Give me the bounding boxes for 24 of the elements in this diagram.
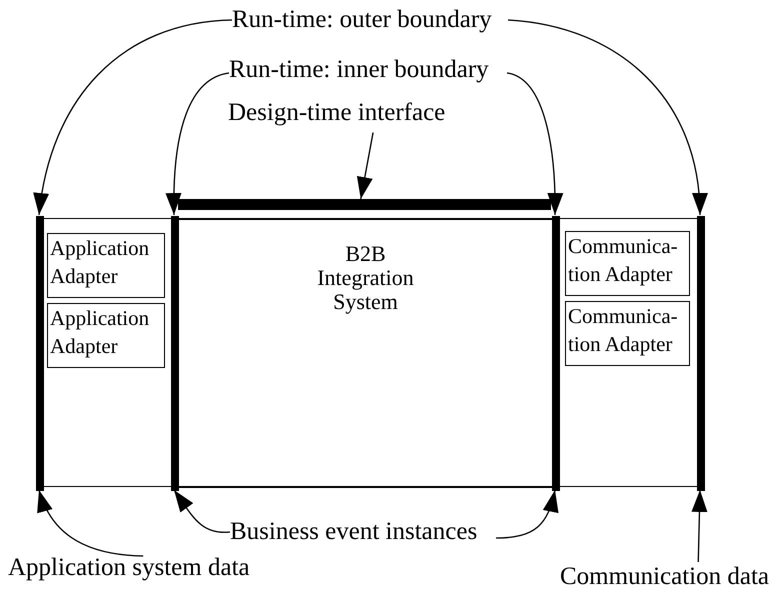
arrow [34,19,232,216]
arrow [691,490,708,562]
adapter-box: Application Adapter [47,233,165,298]
adapter-box: Communica- tion Adapter [565,301,690,366]
boundary-bar [178,199,551,210]
boundary-bar [36,216,44,491]
arrow [166,72,230,215]
label-text: Application system data [8,553,268,583]
arrow [356,132,374,200]
arrow [506,72,563,215]
label-text: Run-time: outer boundary [232,5,508,35]
arrow [508,19,707,216]
label-text: Business event instances [230,517,496,547]
arrow [38,490,144,557]
adapter-box: Communica- tion Adapter [565,231,690,296]
boundary-bar [697,216,705,491]
label-text: Design-time interface [228,98,462,128]
boundary-bar [552,216,560,491]
arrow [496,490,558,539]
adapter-box: Application Adapter [47,303,165,368]
label-text: Communication data [560,562,783,592]
boundary-bar [171,216,179,491]
label-text: Run-time: inner boundary [229,55,507,85]
arrow [173,490,230,533]
